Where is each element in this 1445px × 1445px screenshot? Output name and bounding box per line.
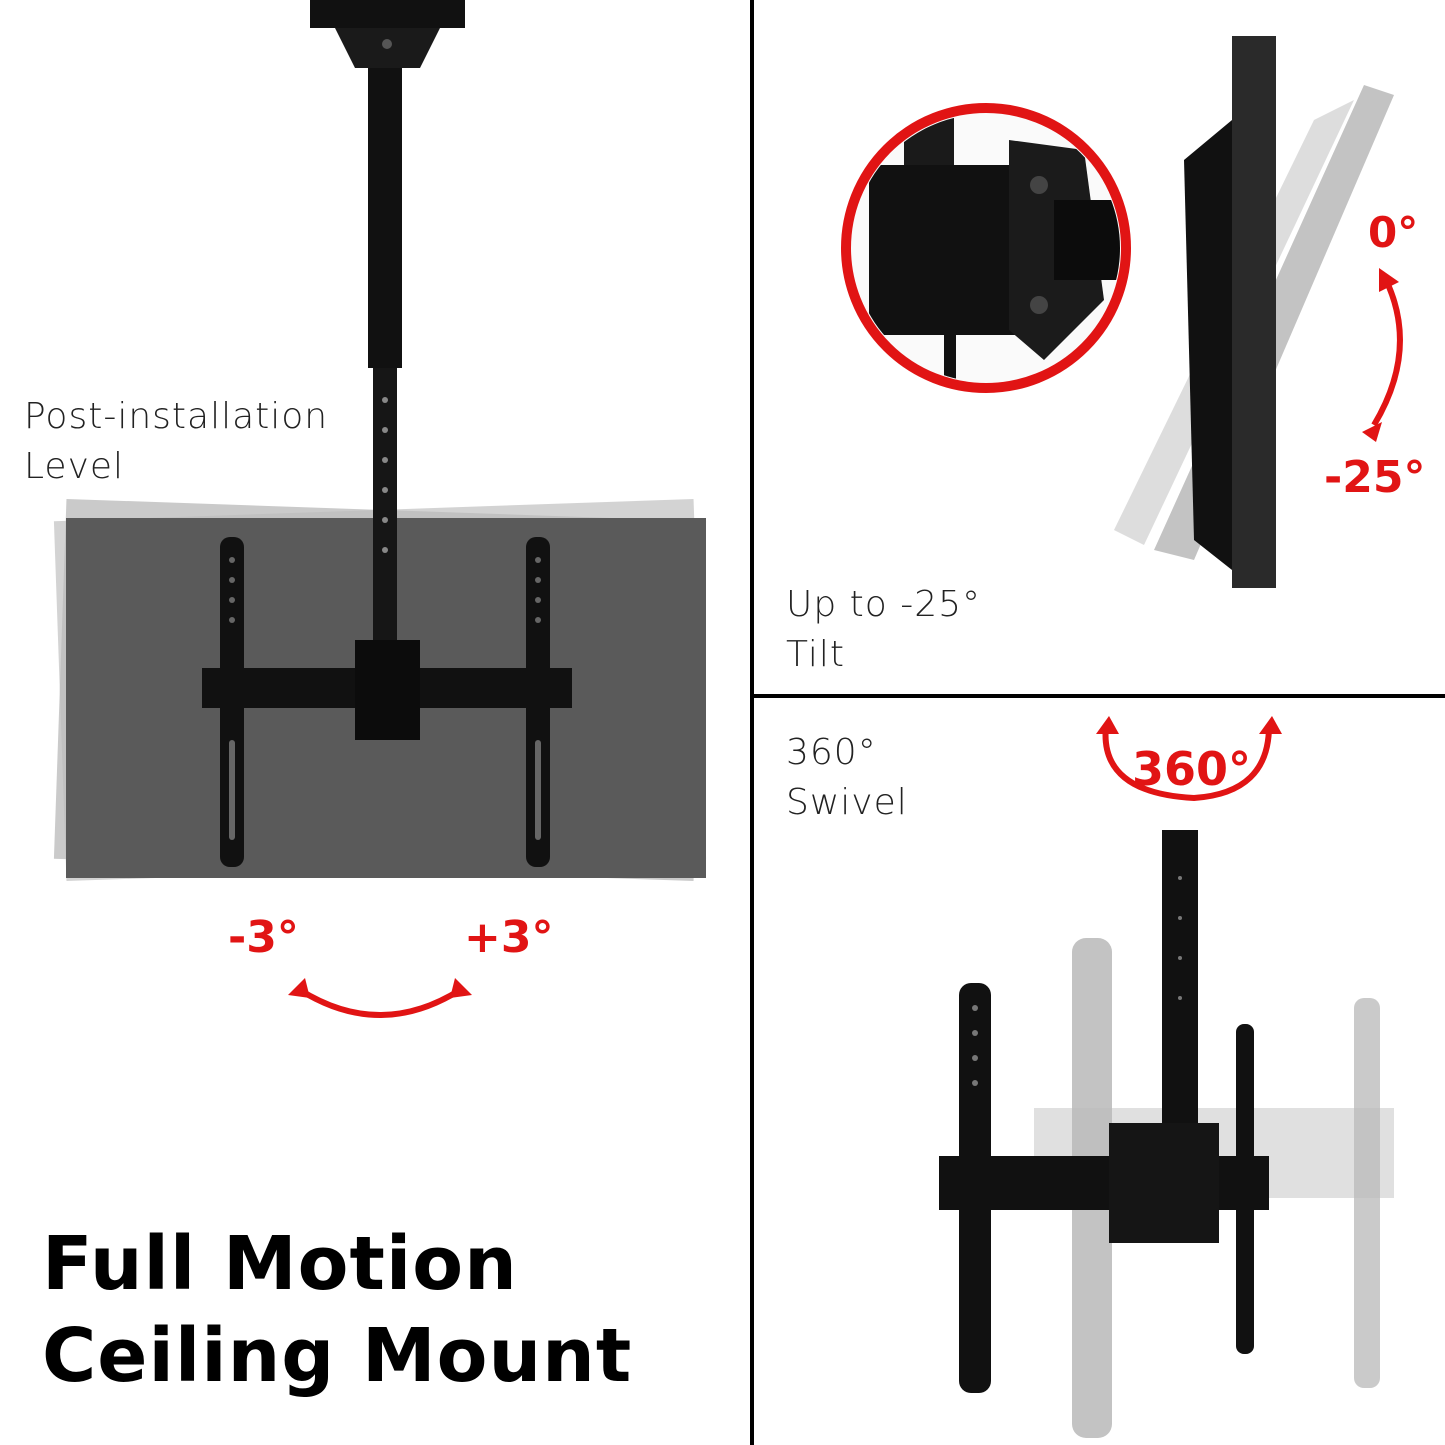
tilt-arrow xyxy=(1371,278,1403,427)
headline: Full Motion Ceiling Mount xyxy=(42,1218,632,1402)
level-bracket-right xyxy=(526,537,550,867)
level-bracket-left xyxy=(220,537,244,867)
tilt-illustration xyxy=(841,36,1403,588)
vertical-divider xyxy=(750,0,754,1445)
swivel-pole xyxy=(1162,830,1198,1160)
tilt-tv xyxy=(1232,36,1276,588)
level-label-line2: Level xyxy=(24,446,125,487)
swivel-badge: 360° xyxy=(1132,742,1252,796)
tilt-top-angle: 0° xyxy=(1368,208,1419,257)
swivel-label-line1: 360° xyxy=(786,732,877,773)
tilt-label: Up to -25° Tilt xyxy=(786,580,981,680)
tilt-label-line1: Up to -25° xyxy=(786,584,982,625)
ceiling-plate xyxy=(310,0,465,28)
headline-line1: Full Motion xyxy=(42,1221,518,1307)
headline-line2: Ceiling Mount xyxy=(42,1313,633,1399)
level-pole xyxy=(368,68,402,368)
swivel-bracket-right xyxy=(1236,1024,1254,1354)
horizontal-divider xyxy=(750,694,1445,698)
level-label-line1: Post-installation xyxy=(24,396,329,437)
level-illustration xyxy=(53,0,707,1018)
tilt-bottom-angle: -25° xyxy=(1324,452,1426,503)
swivel-illustration xyxy=(939,716,1394,1438)
level-arrow xyxy=(298,987,462,1018)
level-left-angle: -3° xyxy=(228,912,299,963)
swivel-label: 360° Swivel xyxy=(786,728,908,828)
level-right-angle: +3° xyxy=(464,912,554,963)
tilt-label-line2: Tilt xyxy=(786,634,846,675)
level-label: Post-installation Level xyxy=(24,392,328,492)
swivel-arrow xyxy=(1102,725,1272,802)
swivel-label-line2: Swivel xyxy=(786,782,908,823)
swivel-bracket-left xyxy=(959,983,991,1393)
